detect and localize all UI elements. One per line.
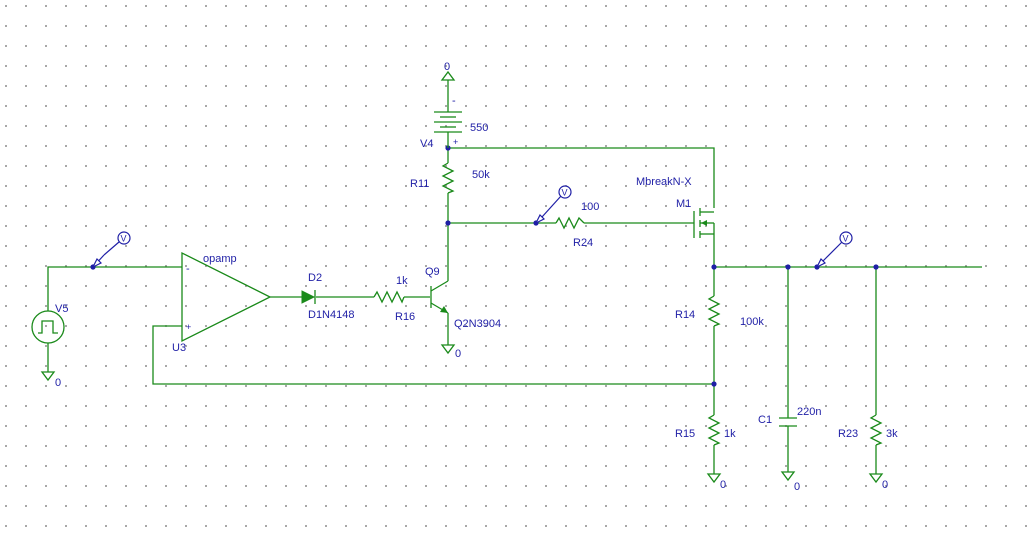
r24-zigzag [555,216,585,230]
v4-value-label: 550 [470,122,488,134]
m1-value-label: MbreakN-X [636,176,692,188]
r11-value-label: 50k [472,169,490,181]
m1-ref-label: M1 [676,198,691,210]
probe-letter: V [121,234,127,244]
wire-feedback [152,325,714,385]
probe-head-icon [117,231,131,245]
r16-resistor[interactable]: 1k R16 [373,275,415,323]
q9-transistor[interactable]: Q9 Q2N3904 [425,266,501,330]
d2-value-label: D1N4148 [308,309,354,321]
ground-q9[interactable]: 0 [440,344,461,360]
junction-dot [445,220,451,226]
d2-ref-label: D2 [308,272,322,284]
r11-ref-label: R11 [410,178,429,190]
ground-c1[interactable]: 0 [780,471,800,493]
c1-value-label: 220n [797,406,821,418]
r15-zigzag [707,414,721,446]
r14-resistor[interactable]: R14 100k [675,295,764,328]
ground-icon [868,473,884,484]
junction-dot [711,264,717,270]
r24-value-label: 100 [581,201,599,213]
r15-ref-label: R15 [675,428,695,440]
r11-resistor[interactable]: R11 50k [410,162,490,194]
probe-letter: V [843,234,849,244]
c1-ref-label: C1 [758,414,772,426]
r11-zigzag [441,162,455,194]
wires [47,80,982,474]
junction-dot [711,381,717,387]
m1-mosfet[interactable]: MbreakN-X M1 [636,176,715,238]
u3-value-label: opamp [203,253,237,265]
v4-ref-label: V4 [420,138,433,150]
wire-supply-drain [448,147,715,208]
ground-v4[interactable]: 0 [440,61,456,81]
ground-label: 0 [882,479,888,491]
ground-icon [40,371,56,382]
u3-ref-label: U3 [172,342,186,354]
v4-source[interactable]: - + 550 V4 [420,95,488,150]
probe-tip-icon [91,257,103,269]
d2-diode[interactable]: D2 D1N4148 [301,272,354,321]
ground-icon [780,471,796,482]
q9-value-label: Q2N3904 [454,318,501,330]
ground-label: 0 [794,481,800,493]
r14-zigzag [707,295,721,327]
opamp-plus-sign: + [186,322,191,332]
voltage-probe-input[interactable]: V [91,231,131,269]
ground-label: 0 [444,61,450,73]
r16-value-label: 1k [396,275,408,287]
r15-value-label: 1k [724,428,736,440]
v4-plus-sign: + [453,137,458,147]
v4-minus-sign: - [452,95,456,107]
r16-ref-label: R16 [395,311,415,323]
c1-capacitor[interactable]: C1 220n [758,406,821,427]
r16-zigzag [373,290,405,304]
junction-dot [785,264,791,270]
junction-dot [873,264,879,270]
pulse-icon [38,320,58,334]
q9-collector-leg [430,280,449,292]
ground-label: 0 [720,479,726,491]
r23-value-label: 3k [886,428,898,440]
r24-ref-label: R24 [573,237,593,249]
probe-stem [541,195,562,218]
m1-body-arrow [701,220,707,226]
voltage-probe-output[interactable]: V [815,231,853,269]
r24-resistor[interactable]: 100 R24 [555,201,599,249]
ground-label: 0 [55,377,61,389]
ground-label: 0 [455,348,461,360]
diode-anode-triangle [301,290,316,304]
voltage-probe-gate[interactable]: V [534,185,572,225]
opamp-minus-sign: - [186,263,190,275]
ground-icon [706,473,722,484]
r23-ref-label: R23 [838,428,858,440]
v5-source-body [31,310,65,344]
ground-icon [440,344,456,355]
probe-head-icon [558,185,572,199]
q9-ref-label: Q9 [425,266,440,278]
r14-value-label: 100k [740,316,764,328]
v5-source[interactable]: V5 [31,303,68,344]
probe-head-icon [839,231,853,245]
r14-ref-label: R14 [675,309,695,321]
probe-stem [103,241,120,256]
probe-stem [822,241,843,262]
probe-letter: V [562,188,568,198]
opamp-triangle [181,251,272,343]
ground-r15[interactable]: 0 [706,473,726,491]
r23-zigzag [869,414,883,446]
u3-opamp[interactable]: - + opamp U3 [172,251,272,354]
r15-resistor[interactable]: R15 1k [675,414,736,446]
r23-resistor[interactable]: R23 3k [838,414,898,446]
q9-emitter-arrow [440,306,448,313]
v5-ref-label: V5 [55,303,68,315]
ground-v5[interactable]: 0 [40,371,61,389]
ground-r23[interactable]: 0 [868,473,888,491]
wire-input [47,266,182,311]
ground-icon [440,70,456,81]
